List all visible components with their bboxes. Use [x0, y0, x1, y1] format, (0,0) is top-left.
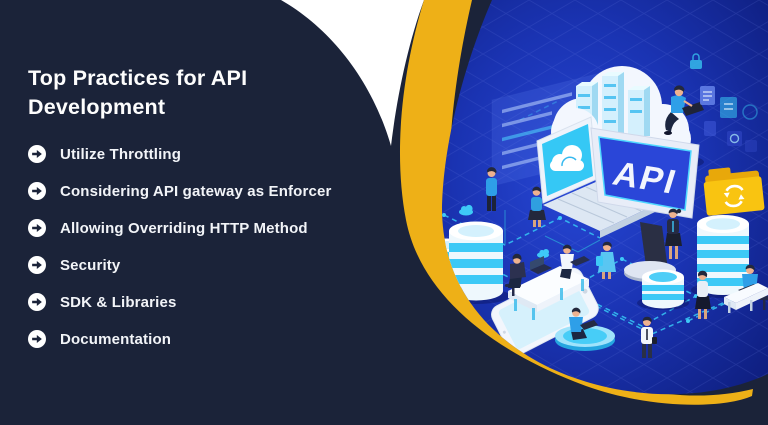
list-item: Utilize Throttling — [28, 145, 398, 163]
yellow-ribbon-shape — [399, 0, 753, 405]
monitor-screen — [598, 136, 692, 211]
list-item: SDK & Libraries — [28, 293, 398, 311]
person-on-cloud — [664, 85, 704, 135]
list-item-label: Documentation — [60, 330, 172, 348]
disc-platform — [555, 307, 615, 351]
arrow-circle-icon — [28, 219, 46, 237]
practices-list: Utilize Throttling Considering API gatew… — [28, 145, 398, 348]
list-item-label: Considering API gateway as Enforcer — [60, 182, 332, 200]
person-standing-3 — [596, 241, 616, 279]
list-item-label: Utilize Throttling — [60, 145, 182, 163]
floating-doc-icons — [690, 53, 758, 152]
person-seated-phone-left — [505, 253, 526, 296]
person-standing-6 — [641, 316, 657, 358]
api-monitor: API — [590, 127, 700, 282]
person-standing-2 — [528, 186, 546, 227]
list-item: Considering API gateway as Enforcer — [28, 182, 398, 200]
person-standing-5 — [695, 270, 711, 319]
cloud-logo — [550, 145, 584, 171]
list-item: Allowing Overriding HTTP Method — [28, 219, 398, 237]
desk-right — [724, 264, 768, 313]
person-standing-4 — [665, 208, 682, 259]
folder-icon — [703, 167, 765, 216]
smartphone-workspace — [491, 244, 599, 356]
page-title: Top Practices for API Development — [28, 64, 398, 122]
standing-people — [486, 167, 711, 358]
small-cloud-icons — [459, 204, 549, 258]
arrow-circle-icon — [28, 182, 46, 200]
isometric-scene: API — [441, 53, 768, 358]
left-panel: Top Practices for API Development Utiliz… — [28, 64, 398, 367]
monitor-stand — [640, 222, 668, 270]
list-item-label: SDK & Libraries — [60, 293, 177, 311]
white-curve-shape — [281, 0, 424, 146]
arrow-circle-icon — [28, 256, 46, 274]
list-item: Security — [28, 256, 398, 274]
arrow-circle-icon — [28, 330, 46, 348]
title-line-1: Top Practices for API — [28, 66, 248, 90]
database-left — [441, 221, 510, 304]
person-seated-phone-right — [560, 244, 590, 279]
title-line-2: Development — [28, 95, 166, 119]
list-item-label: Security — [60, 256, 121, 274]
person-on-disc — [569, 307, 598, 340]
database-mid — [637, 269, 689, 310]
list-item: Documentation — [28, 330, 398, 348]
person-standing-1 — [486, 167, 497, 211]
arrow-circle-icon — [28, 145, 46, 163]
arrow-circle-icon — [28, 293, 46, 311]
list-item-label: Allowing Overriding HTTP Method — [60, 219, 308, 237]
